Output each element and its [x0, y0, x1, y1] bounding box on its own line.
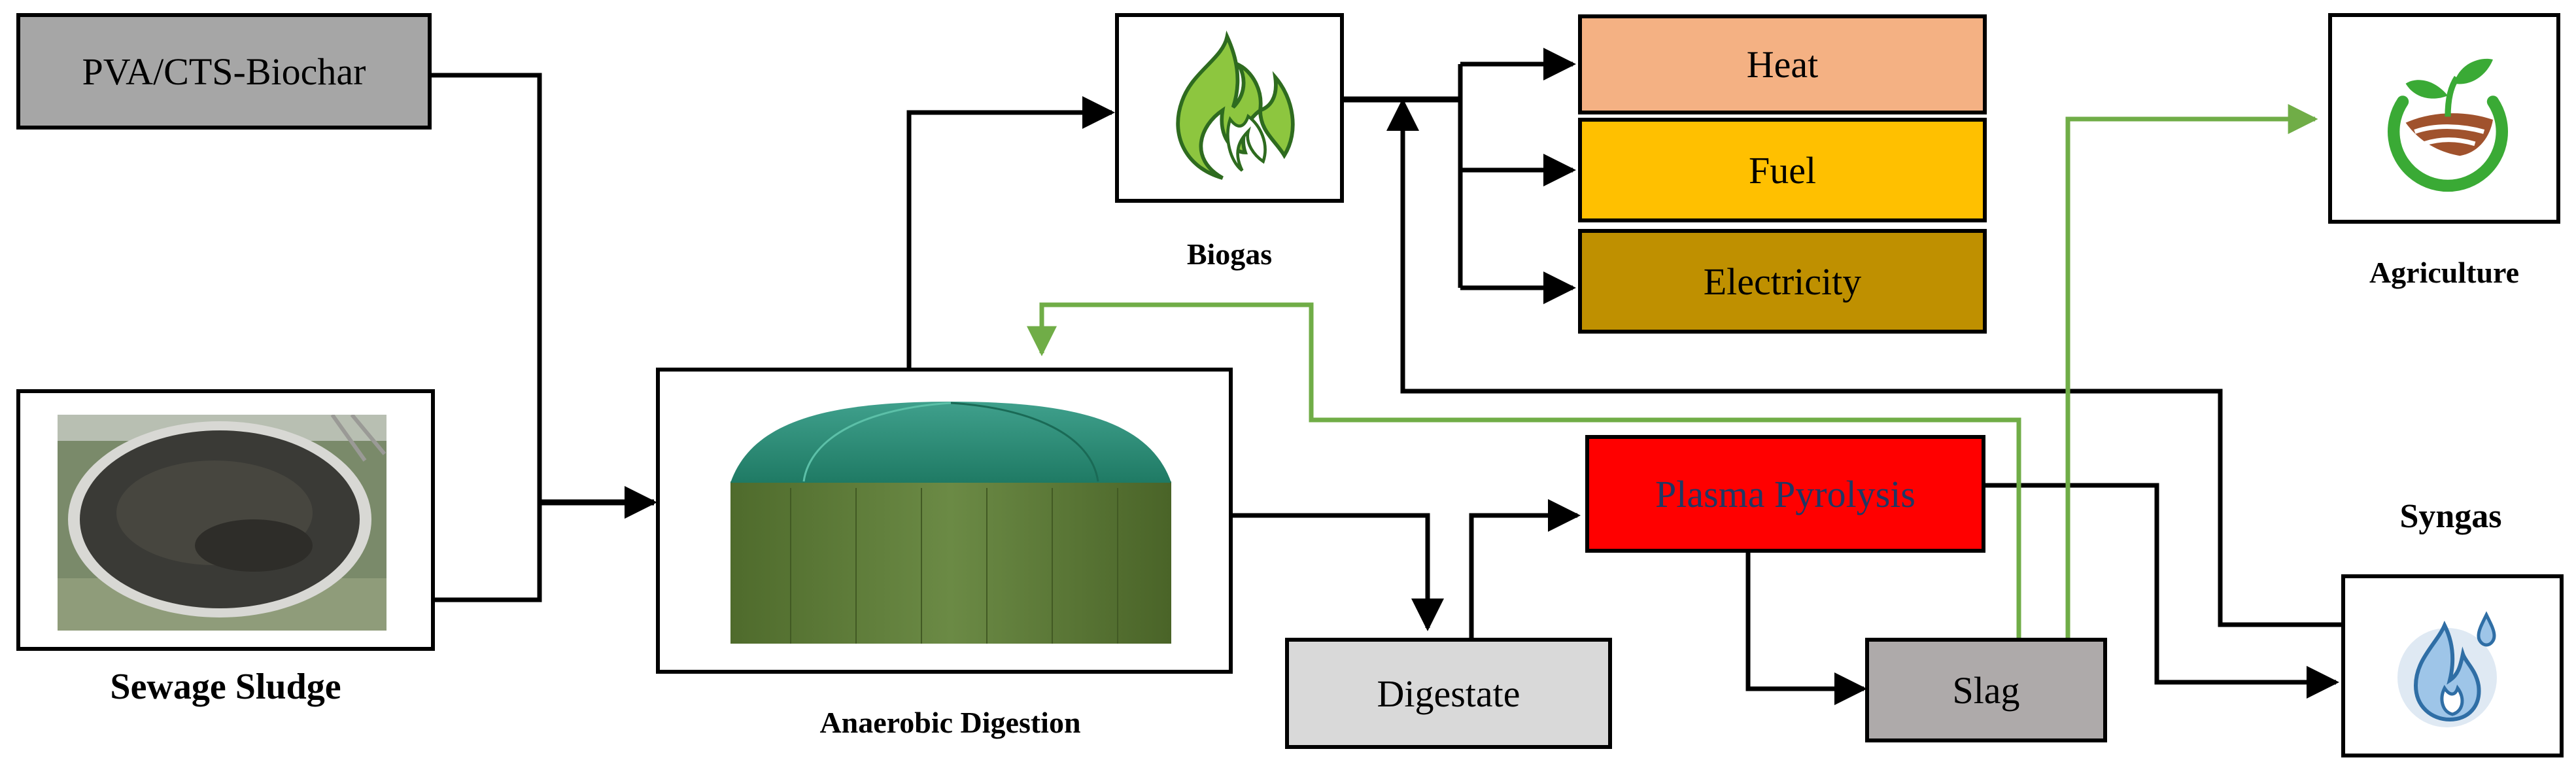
digester-tank-icon [730, 402, 1171, 644]
plasma-pyrolysis-box: Plasma Pyrolysis [1585, 435, 1985, 553]
electricity-label: Electricity [1703, 260, 1862, 303]
sewage-sludge-frame [16, 389, 435, 651]
syngas-return-arrow [1386, 98, 2344, 627]
fuel-label: Fuel [1748, 148, 1817, 192]
digester-to-biogas-arrow [906, 96, 1115, 370]
electricity-box: Electricity [1578, 229, 1987, 334]
digestate-label: Digestate [1377, 672, 1520, 715]
biogas-caption: Biogas [1186, 237, 1273, 271]
syngas-caption: Syngas [2399, 498, 2502, 535]
anaerobic-digestion-caption: Anaerobic Digestion [819, 706, 1081, 739]
biochar-box: PVA/CTS-Biochar [16, 13, 432, 130]
syngas-frame [2341, 574, 2564, 757]
biochar-label: PVA/CTS-Biochar [82, 50, 366, 93]
fuel-box: Fuel [1578, 118, 1987, 222]
digester-to-digestate-arrow [1233, 513, 1444, 631]
biogas-frame [1115, 13, 1344, 203]
slag-box: Slag [1865, 638, 2107, 742]
slag-to-digester-recycle-arrow [1027, 302, 2021, 640]
sludge-to-digester-connector [432, 502, 542, 602]
biochar-to-digester-connector [430, 73, 542, 502]
plasma-to-slag-arrow [1745, 551, 1867, 705]
plant-soil-icon [2388, 58, 2508, 192]
agriculture-caption: Agriculture [2369, 256, 2520, 289]
sewage-sludge-caption: Sewage Sludge [110, 667, 341, 707]
digestate-box: Digestate [1285, 638, 1612, 749]
slag-label: Slag [1952, 668, 2020, 712]
heat-box: Heat [1578, 14, 1987, 114]
slag-to-agriculture-arrow [2065, 104, 2318, 640]
agriculture-frame [2328, 13, 2560, 224]
green-flame-icon [1176, 30, 1295, 180]
anaerobic-digestion-frame [656, 368, 1233, 674]
plasma-pyrolysis-label: Plasma Pyrolysis [1655, 472, 1915, 515]
heat-label: Heat [1746, 43, 1819, 86]
blue-flame-water-drop-icon [2397, 611, 2497, 727]
digestate-to-plasma-arrow [1469, 499, 1581, 640]
sludge-tank-photo [58, 415, 386, 631]
